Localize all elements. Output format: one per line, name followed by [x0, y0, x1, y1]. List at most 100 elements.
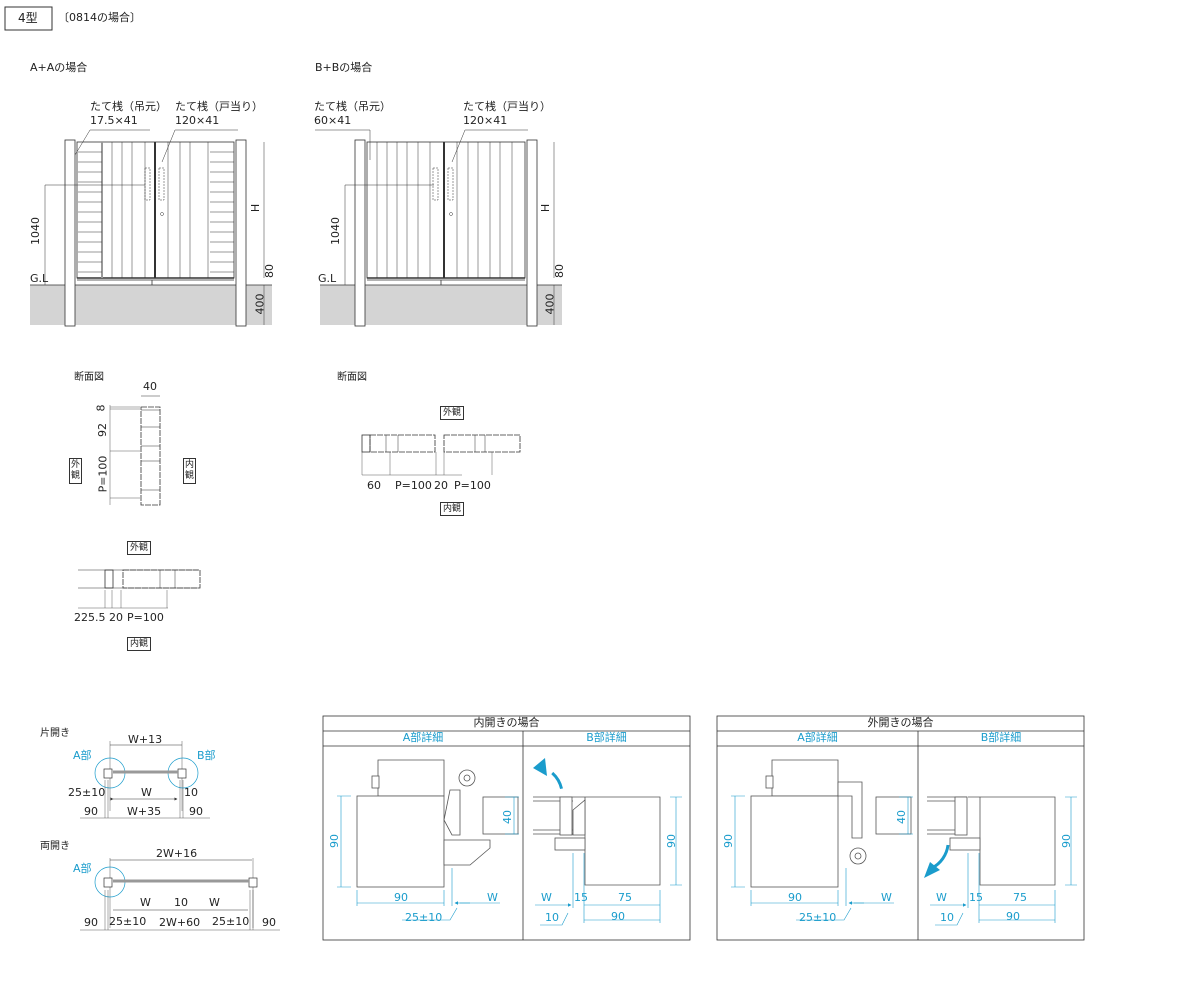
- section-bb-dim-p2: P=100: [454, 479, 491, 492]
- section-aa-plan-dim-a: 225.5: [74, 611, 106, 624]
- plan-single-post-r: 90: [189, 805, 203, 818]
- plan-single-part-b: B部: [197, 749, 216, 762]
- section-bb-dim-20: 20: [434, 479, 448, 492]
- detail-inward-title: 内開きの場合: [473, 716, 540, 729]
- bb-stop-size: 120×41: [463, 114, 508, 127]
- outward-a-dim-gap: 25±10: [799, 911, 837, 924]
- aa-title: A+Aの場合: [30, 61, 88, 74]
- section-aa-dim-92: 92: [96, 423, 109, 437]
- type-label: 4型: [18, 11, 38, 25]
- detail-outward-a-title: A部詳細: [797, 731, 838, 744]
- outward-a-dim-40: 40: [895, 810, 908, 824]
- section-bb-dim-p1: P=100: [395, 479, 432, 492]
- aa-stop-name: たて桟（戸当り）: [175, 100, 263, 113]
- outward-b-dim-w: W: [936, 891, 947, 904]
- outward-a-dim-90v: 90: [722, 834, 735, 848]
- bb-ground-label: G.L: [318, 272, 337, 285]
- plan-single-left-gap: 25±10: [68, 786, 106, 799]
- section-aa-dim-8: 8: [94, 404, 108, 412]
- elevation-aa: [30, 129, 272, 327]
- plan-double-gap-l: 25±10: [109, 915, 147, 928]
- aa-dim-400: 400: [253, 293, 267, 315]
- plan-double: [80, 858, 280, 931]
- section-bb-title: 断面図: [337, 372, 367, 383]
- section-bb-interior: 内観: [440, 502, 465, 516]
- detail-outward-b-title: B部詳細: [980, 731, 1022, 744]
- section-aa-title: 断面図: [74, 372, 104, 383]
- section-aa-dim-40: 40: [143, 380, 157, 393]
- elevation-bb: [315, 129, 562, 327]
- bb-dim-80: 80: [553, 264, 566, 278]
- section-aa-vertical: [109, 395, 161, 506]
- section-bb-exterior: 外観: [440, 406, 465, 420]
- aa-hinge-size: 17.5×41: [90, 114, 138, 127]
- case-label: 〔0814の場合〕: [58, 11, 141, 24]
- detail-outward-a: [731, 759, 913, 921]
- plan-double-gap: 10: [174, 896, 188, 909]
- plan-single-top: W+13: [128, 733, 163, 746]
- section-aa-plan-dim-c: P=100: [127, 611, 164, 624]
- plan-double-part-a: A部: [73, 862, 92, 875]
- bb-dim-h: H: [539, 203, 553, 213]
- detail-outward-title: 外開きの場合: [867, 716, 934, 729]
- outward-b-dim-75: 75: [1013, 891, 1027, 904]
- plan-single-part-a: A部: [73, 749, 92, 762]
- plan-double-overall: 2W+60: [159, 916, 201, 929]
- plan-double-top: 2W+16: [156, 847, 198, 860]
- plan-single-post-l: 90: [84, 805, 98, 818]
- detail-inward-b: [533, 758, 682, 926]
- inward-b-dim-w: W: [541, 891, 552, 904]
- plan-double-post-l: 90: [84, 916, 98, 929]
- aa-stop-size: 120×41: [175, 114, 220, 127]
- bb-hinge-name: たて桟（吊元）: [314, 100, 391, 113]
- inward-b-dim-90v: 90: [665, 834, 678, 848]
- inward-a-dim-90h: 90: [394, 891, 408, 904]
- outward-b-dim-90h: 90: [1006, 910, 1020, 923]
- bb-hinge-size: 60×41: [314, 114, 352, 127]
- inward-b-dim-90h: 90: [611, 910, 625, 923]
- plan-double-gap-r: 25±10: [212, 915, 250, 928]
- inward-a-dim-40: 40: [501, 810, 514, 824]
- inward-b-dim-75: 75: [618, 891, 632, 904]
- bb-stop-name: たて桟（戸当り）: [463, 100, 551, 113]
- inward-a-dim-90v: 90: [328, 834, 341, 848]
- plan-double-w2: W: [209, 896, 220, 909]
- section-aa-exterior: 外観: [69, 458, 82, 484]
- plan-single: [80, 741, 210, 819]
- plan-double-post-r: 90: [262, 916, 276, 929]
- outward-b-dim-10: 10: [940, 911, 954, 924]
- detail-outward-frame: [716, 715, 1085, 941]
- aa-dim-80: 80: [263, 264, 276, 278]
- section-bb-plan: [361, 434, 521, 476]
- detail-outward-b: [924, 796, 1077, 926]
- section-bb-dim-60: 60: [367, 479, 381, 492]
- inward-a-dim-gap: 25±10: [405, 911, 443, 924]
- detail-inward-a: [337, 759, 519, 921]
- section-aa-plan-dim-b: 20: [109, 611, 123, 624]
- detail-inward-a-title: A部詳細: [402, 731, 444, 744]
- plan-single-right-gap: 10: [184, 786, 198, 799]
- section-aa-interior: 内観: [183, 458, 196, 484]
- aa-hinge-name: たて桟（吊元）: [90, 100, 167, 113]
- bb-dim-400: 400: [543, 293, 557, 315]
- detail-inward-frame: [322, 715, 691, 941]
- section-aa-plan-interior: 内観: [127, 637, 152, 651]
- plan-single-width: W: [141, 786, 152, 799]
- bb-title: B+Bの場合: [315, 61, 373, 74]
- type-box: [4, 6, 53, 31]
- aa-ground-label: G.L: [30, 272, 49, 285]
- outward-b-dim-15: 15: [969, 891, 983, 904]
- bb-dim-1040: 1040: [329, 217, 342, 245]
- plan-single-overall: W+35: [127, 805, 162, 818]
- outward-a-dim-w: W: [881, 891, 892, 904]
- detail-inward-b-title: B部詳細: [586, 731, 627, 744]
- outward-a-dim-90h: 90: [788, 891, 802, 904]
- inward-b-dim-15: 15: [574, 891, 588, 904]
- section-aa-plan-exterior: 外観: [127, 541, 152, 555]
- aa-dim-h: H: [249, 203, 263, 213]
- section-aa-dim-pitch: P=100: [96, 455, 110, 493]
- plan-single-title: 片開き: [40, 728, 70, 739]
- aa-dim-1040: 1040: [29, 217, 42, 245]
- plan-double-w1: W: [140, 896, 151, 909]
